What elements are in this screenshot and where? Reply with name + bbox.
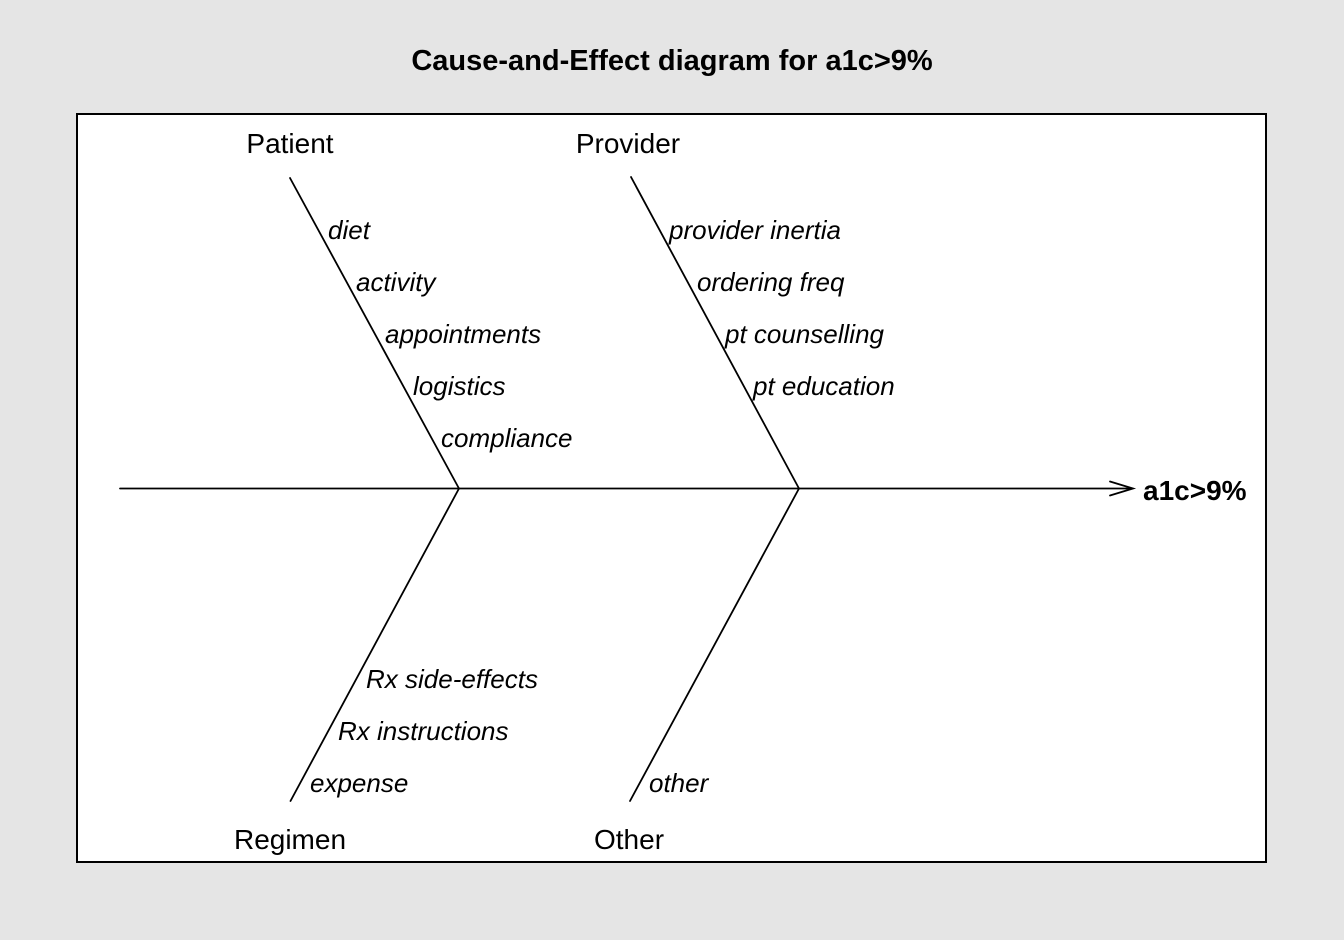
branch-label-patient: Patient — [246, 128, 333, 159]
branch-label-regimen: Regimen — [234, 824, 346, 855]
branch-regimen: Regimen Rx side-effects Rx instructions … — [234, 487, 538, 855]
cause-item: Rx side-effects — [366, 664, 538, 694]
branch-line-other — [629, 487, 800, 802]
branch-label-provider: Provider — [576, 128, 680, 159]
branch-other: Other other — [594, 487, 800, 855]
branch-line-regimen — [289, 487, 460, 802]
cause-item: ordering freq — [697, 267, 845, 297]
cause-item: other — [649, 768, 710, 798]
cause-item: pt counselling — [724, 319, 885, 349]
cause-item: provider inertia — [668, 215, 841, 245]
branch-line-patient — [289, 177, 460, 490]
branch-provider: Provider provider inertia ordering freq … — [576, 128, 895, 490]
cause-item: activity — [356, 267, 437, 297]
cause-item: expense — [310, 768, 408, 798]
branch-label-other: Other — [594, 824, 664, 855]
branch-patient: Patient diet activity appointments logis… — [246, 128, 573, 490]
cause-item: diet — [328, 215, 372, 245]
diagram-title: Cause-and-Effect diagram for a1c>9% — [411, 45, 933, 77]
cause-item: appointments — [385, 319, 541, 349]
branch-line-provider — [630, 176, 800, 490]
cause-item: compliance — [441, 423, 573, 453]
effect-label: a1c>9% — [1143, 475, 1247, 506]
cause-item: pt education — [752, 371, 895, 401]
cause-item: Rx instructions — [338, 716, 509, 746]
cause-item: logistics — [413, 371, 505, 401]
spine-arrowhead-icon — [1109, 480, 1137, 497]
